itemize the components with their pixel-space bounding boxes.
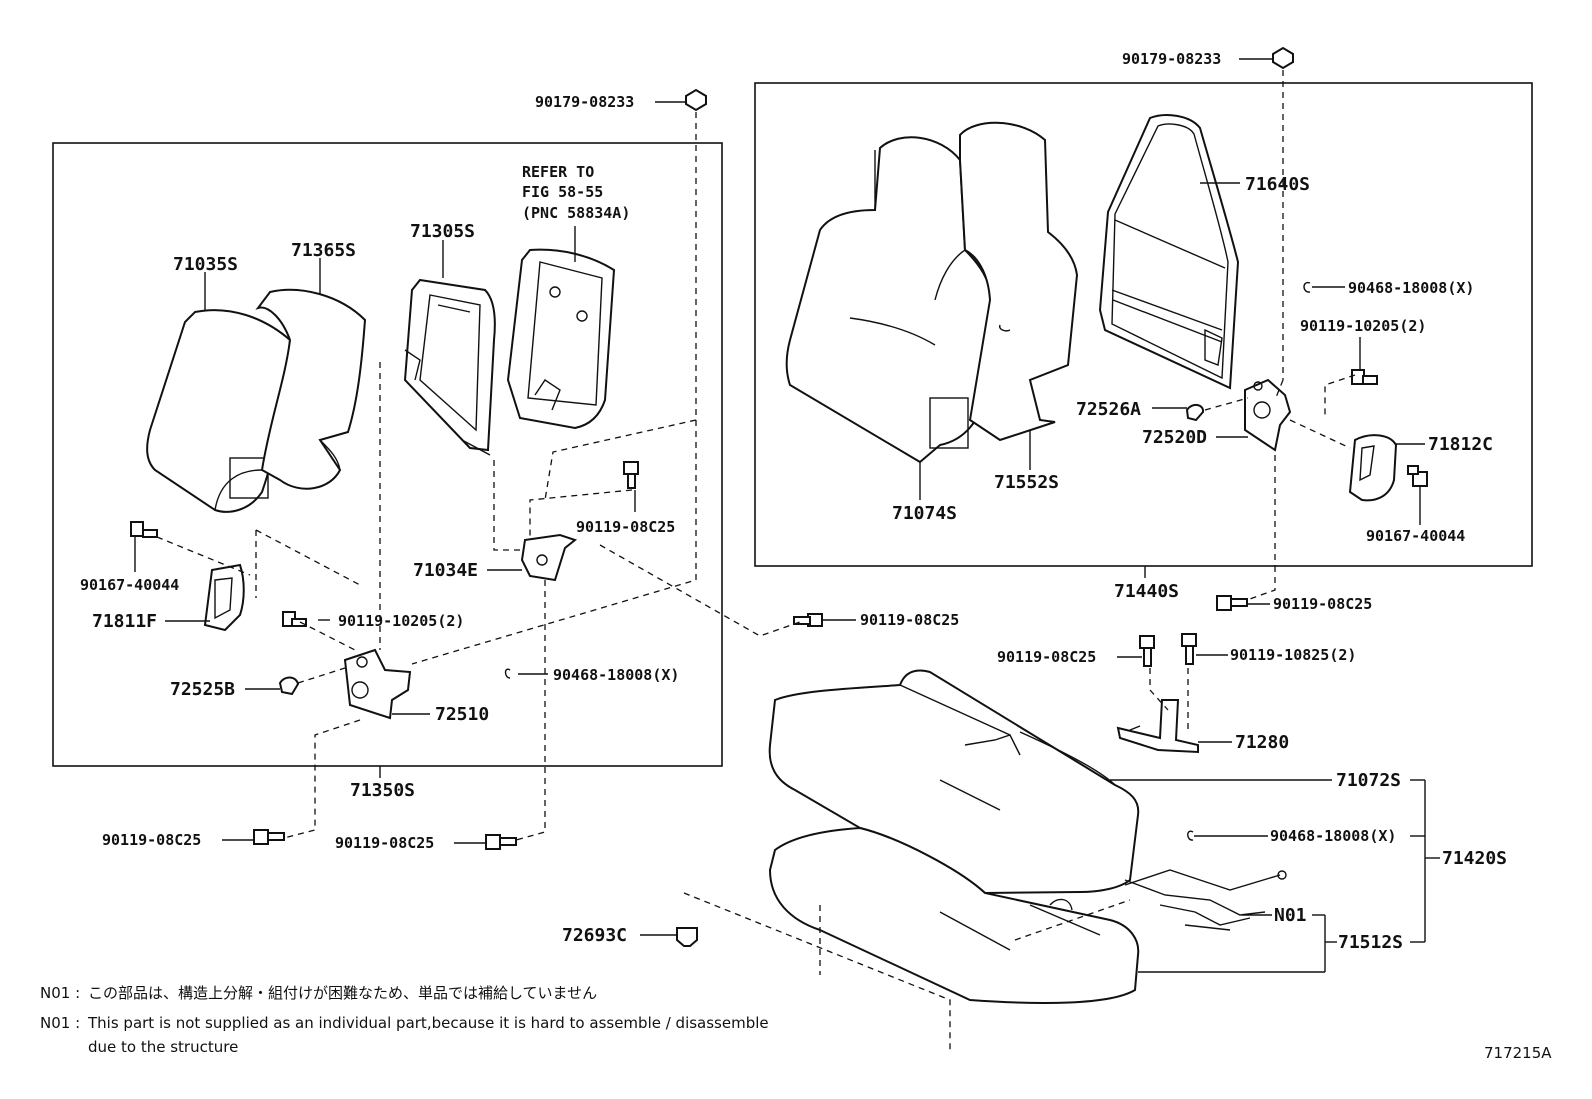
group-box-71440S [754, 82, 1533, 567]
label-90167-40044-left: 90167-40044 [80, 576, 179, 594]
label-90468-18008-bottom: 90468-18008(X) [1270, 827, 1396, 845]
label-90179-08233-left: 90179-08233 [535, 93, 634, 111]
hinge-bracket-72510[interactable] [343, 648, 412, 720]
label-72510: 72510 [435, 704, 489, 725]
note-en-prefix: N01 : [40, 1014, 80, 1032]
label-90119-08C25-d: 90119-08C25 [860, 611, 959, 629]
label-71512S: 71512S [1338, 932, 1403, 953]
seatback-cushion-71035S[interactable] [146, 309, 292, 513]
figure-id: 717215A [1484, 1044, 1552, 1062]
bolt-icon [676, 633, 1197, 947]
dashed-guide [411, 112, 697, 665]
label-90119-08C25-e: 90119-08C25 [1273, 595, 1372, 613]
label-90119-10205-right: 90119-10205(2) [1300, 317, 1426, 335]
cap-72525B[interactable] [278, 676, 300, 696]
seatback-cover-71552S[interactable] [959, 121, 1079, 442]
label-90119-08C25-a: 90119-08C25 [576, 518, 675, 536]
note-jp-prefix: N01 : [40, 984, 80, 1002]
cap-72526A[interactable] [1185, 404, 1205, 422]
label-71640S: 71640S [1245, 174, 1310, 195]
label-90167-40044-right: 90167-40044 [1366, 527, 1465, 545]
label-72520D: 72520D [1142, 427, 1207, 448]
label-N01: N01 [1274, 905, 1307, 926]
seatback-71074S[interactable] [785, 136, 994, 464]
label-71034E: 71034E [413, 560, 478, 581]
label-90119-10825: 90119-10825(2) [1230, 646, 1356, 664]
label-71280: 71280 [1235, 732, 1289, 753]
label-72525B: 72525B [170, 679, 235, 700]
label-71365S: 71365S [291, 240, 356, 261]
label-71072S: 71072S [1336, 770, 1401, 791]
label-71074S: 71074S [892, 503, 957, 524]
wire-harness-N01[interactable] [1124, 869, 1287, 931]
seat-cushion-pad-71512S[interactable] [768, 826, 1140, 1004]
leader-lines [640, 654, 1440, 973]
label-71811F: 71811F [92, 611, 157, 632]
hinge-cover-71812C[interactable] [1348, 434, 1398, 502]
hinge-cover-71811F[interactable] [203, 563, 245, 632]
label-90119-08C25-b: 90119-08C25 [102, 831, 201, 849]
leader-lines [919, 58, 1425, 605]
label-71350S: 71350S [350, 780, 415, 801]
refer-note-line1: REFER TO [522, 163, 594, 181]
note-en-text-line1: This part is not supplied as an individu… [87, 1014, 769, 1032]
leader-lines [134, 101, 856, 844]
label-90119-10205-left: 90119-10205(2) [338, 612, 464, 630]
seatback-board-58834A[interactable] [506, 248, 616, 430]
label-90179-08233-right: 90179-08233 [1122, 50, 1221, 68]
bolt-icon [130, 88, 823, 850]
note-en-text-line2: due to the structure [88, 1038, 238, 1056]
seat-cushion-71072S[interactable] [768, 669, 1140, 895]
label-71035S: 71035S [173, 254, 238, 275]
label-71440S: 71440S [1114, 581, 1179, 602]
label-71552S: 71552S [994, 472, 1059, 493]
label-71420S: 71420S [1442, 848, 1507, 869]
seatback-frame-71305S[interactable] [403, 278, 496, 456]
label-90468-18008-right: 90468-18008(X) [1348, 279, 1474, 297]
bolt-icon [1216, 46, 1428, 611]
label-72526A: 72526A [1076, 399, 1141, 420]
label-90119-08C25-c: 90119-08C25 [335, 834, 434, 852]
seatback-frame-71640S[interactable] [1098, 114, 1240, 390]
label-71305S: 71305S [410, 221, 475, 242]
bracket-71034E[interactable] [520, 533, 578, 582]
label-72693C: 72693C [562, 925, 627, 946]
bracket-71280[interactable] [1116, 699, 1199, 754]
label-90119-08C25-f: 90119-08C25 [997, 648, 1096, 666]
label-71812C: 71812C [1428, 434, 1493, 455]
refer-note-line2: FIG 58-55 [522, 183, 603, 201]
seatback-cover-71365S[interactable] [255, 288, 367, 490]
group-box-71350S [52, 142, 723, 767]
label-90468-18008-left: 90468-18008(X) [553, 666, 679, 684]
hinge-72520D[interactable] [1244, 378, 1292, 452]
note-jp-text: この部品は、構造上分解・組付けが困難なため、単品では補給していません [88, 984, 597, 1002]
refer-note-line3: (PNC 58834A) [522, 204, 630, 222]
